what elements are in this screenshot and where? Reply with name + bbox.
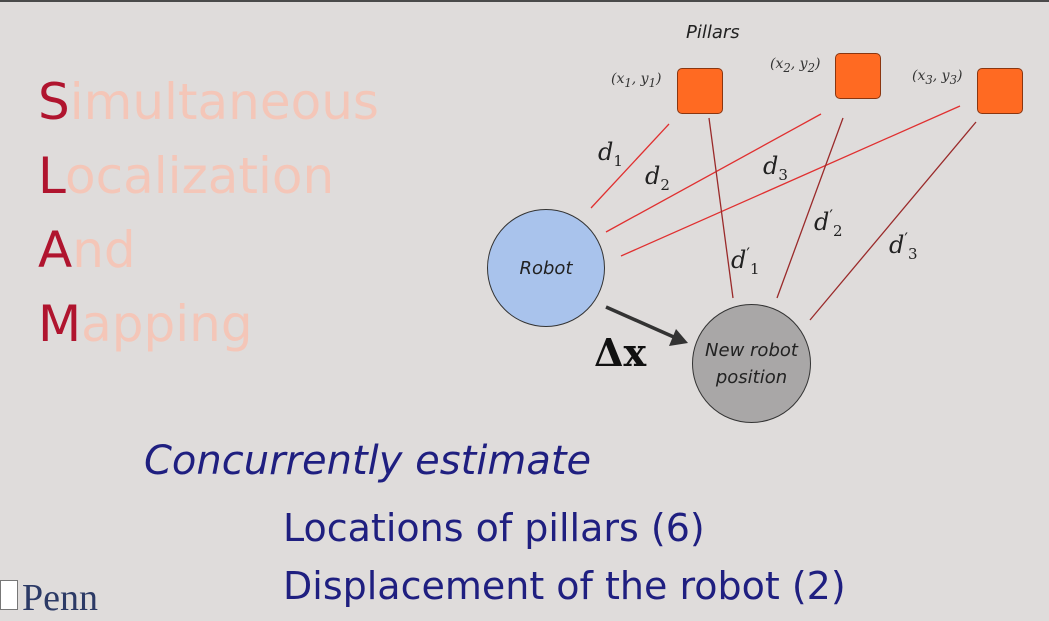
- acronym-letter: L: [38, 147, 65, 205]
- acronym-row: Simultaneous: [38, 72, 379, 146]
- distance-line-d1-prime: [708, 117, 734, 299]
- pillar-square: [977, 68, 1023, 114]
- acronym-letter: S: [38, 73, 70, 131]
- shield-icon: [0, 580, 18, 610]
- displacement-arrow: [605, 305, 688, 346]
- acronym-row: Mapping: [38, 294, 379, 368]
- section-heading: Concurrently estimate: [144, 438, 592, 484]
- acronym-letter: A: [38, 221, 73, 279]
- pillars-title: Pillars: [686, 22, 740, 43]
- pillar-coordinate: (x3, y3): [912, 68, 963, 87]
- pillar-coordinate: (x1, y1): [611, 71, 662, 90]
- distance-label-d2-prime: d′2: [814, 206, 843, 240]
- acronym-word-rest: nd: [72, 221, 136, 279]
- top-border: [0, 0, 1049, 2]
- distance-line-d1: [590, 123, 670, 209]
- acronym-row: And: [38, 220, 379, 294]
- acronym-word-rest: ocalization: [64, 147, 335, 205]
- distance-line-d2-prime: [776, 117, 844, 299]
- logo-text: Penn: [22, 577, 98, 619]
- distance-label-d1: d1: [598, 138, 623, 170]
- new-robot-label: New robot position: [705, 339, 798, 388]
- pillar-square: [677, 68, 723, 114]
- list-item: Locations of pillars (6): [283, 506, 705, 550]
- displacement-label: Δx: [594, 330, 647, 375]
- pillar-square: [835, 53, 881, 99]
- acronym-word-rest: imultaneous: [69, 73, 379, 131]
- distance-line-d2: [605, 113, 822, 233]
- acronym-word-rest: apping: [81, 295, 253, 353]
- new-robot-node: New robot position: [692, 304, 811, 423]
- acronym-row: Localization: [38, 146, 379, 220]
- robot-label: Robot: [519, 257, 573, 279]
- distance-label-d2: d2: [645, 162, 670, 194]
- distance-line-d3-prime: [809, 121, 977, 321]
- distance-label-d3-prime: d′3: [889, 229, 918, 263]
- distance-label-d3: d3: [763, 152, 788, 184]
- pillar-coordinate: (x2, y2): [770, 56, 821, 75]
- distance-label-d1-prime: d′1: [731, 244, 760, 278]
- distance-line-d3: [620, 105, 961, 257]
- acronym-letter: M: [38, 295, 82, 353]
- slam-acronym: Simultaneous Localization And Mapping: [38, 72, 379, 368]
- robot-node: Robot: [487, 209, 605, 327]
- list-item: Displacement of the robot (2): [283, 564, 846, 608]
